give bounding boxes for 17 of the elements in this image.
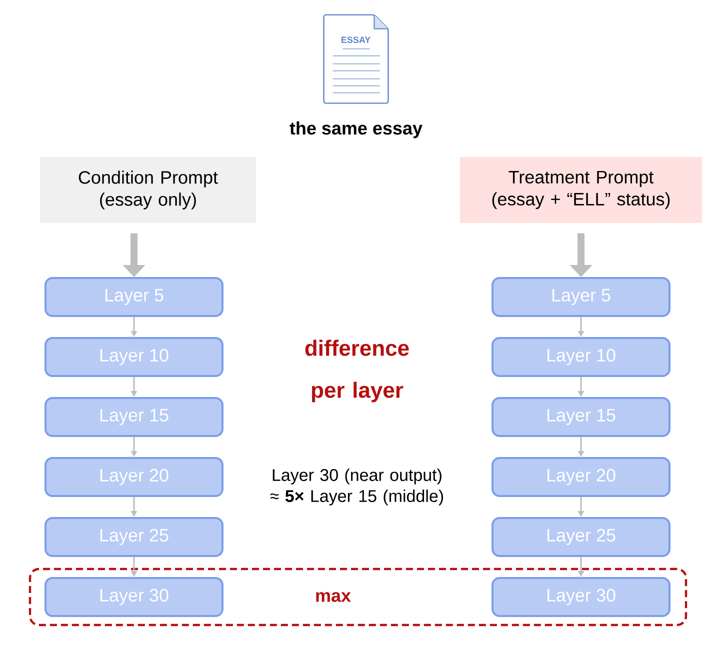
layer-box: Layer 20 (492, 457, 670, 497)
layer-box: Layer 10 (44, 337, 224, 377)
layer-box: Layer 15 (44, 397, 224, 437)
layer-box: Layer 30 (492, 577, 670, 617)
layer-box: Layer 10 (492, 337, 670, 377)
label-text: Layer 30 (near output) ≈ 5× Layer 15 (middle) (270, 468, 444, 506)
label-text: difference per layer (305, 340, 409, 402)
prompt-box: Condition Prompt (essay only) (40, 157, 256, 223)
layer-box: Layer 25 (44, 517, 224, 557)
layer-box: Layer 20 (44, 457, 224, 497)
node-label: the same essay (290, 121, 422, 138)
layer-box: Layer 15 (492, 397, 670, 437)
layer-box: Layer 25 (492, 517, 670, 557)
layer-box: Layer 5 (492, 277, 670, 317)
layer-box: Layer 5 (44, 277, 224, 317)
layer-box: Layer 30 (44, 577, 224, 617)
prompt-box: Treatment Prompt (essay + “ELL” status) (460, 157, 702, 223)
